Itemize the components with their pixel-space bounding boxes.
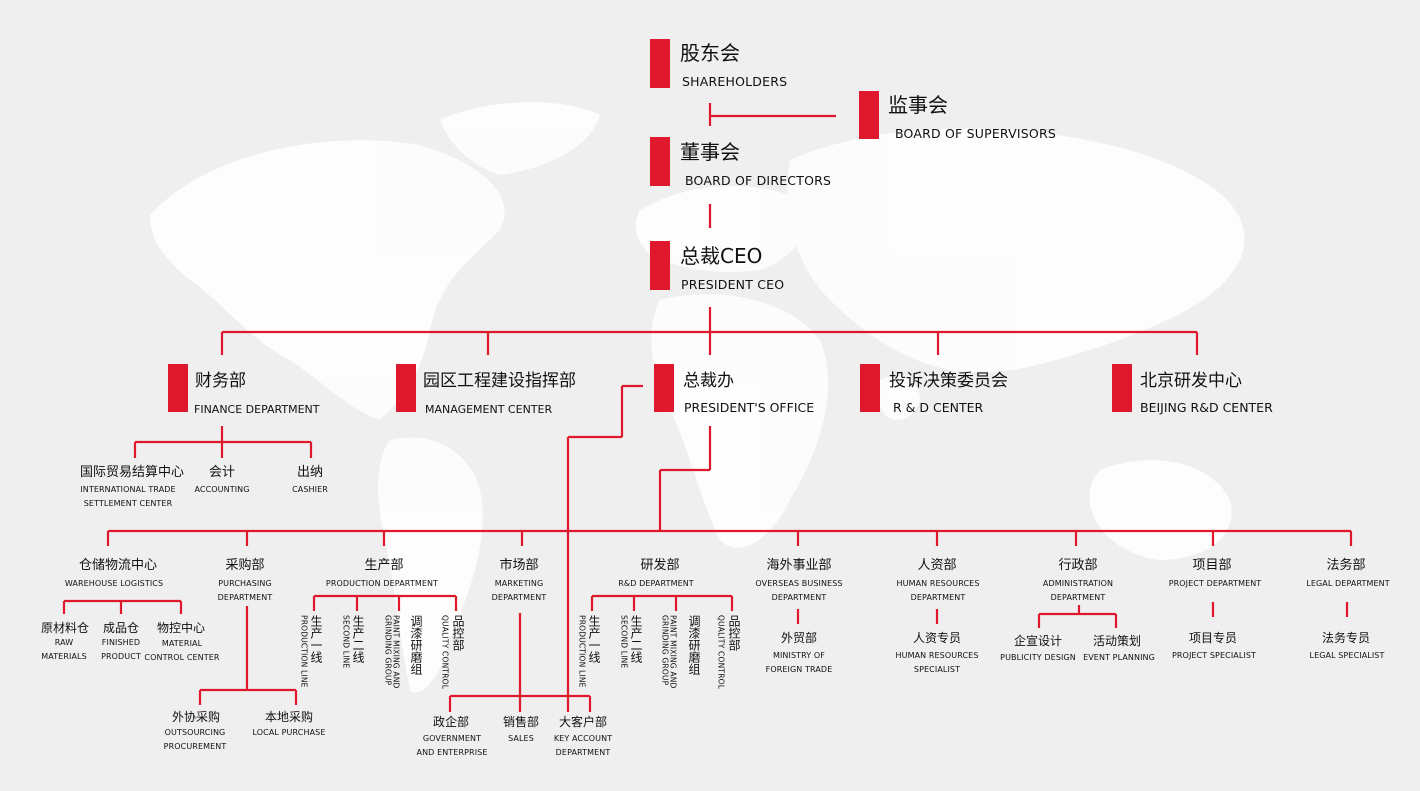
management-title: 园区工程建设指挥部	[423, 371, 576, 391]
accounting-title: 会计	[208, 465, 236, 480]
rnd-line2-title: 生产二线	[629, 615, 643, 663]
publicity-design-title: 企宣设计	[1013, 634, 1063, 648]
production-line2-subtitle: SECOND LINE	[341, 615, 351, 669]
production-title: 生产部	[364, 558, 404, 573]
rnd-qc-subtitle: QUALITY CONTROL	[716, 615, 726, 690]
overseas-title: 海外事业部	[766, 558, 832, 573]
production-line2-title: 生产二线	[351, 615, 365, 663]
project-specialist-title: 项目专员	[1188, 631, 1238, 645]
key-account-title: 大客户部	[558, 715, 608, 729]
finished-product-title: 成品仓	[102, 621, 140, 635]
shareholders-title: 股东会	[680, 41, 740, 65]
directors-subtitle: BOARD OF DIRECTORS	[685, 173, 832, 188]
production-qc-title: 品控部	[451, 615, 465, 651]
rnd-qc-title: 品控部	[727, 615, 741, 651]
rd-center-title: 投诉决策委员会	[889, 371, 1008, 391]
project-specialist-subtitle: PROJECT SPECIALIST	[1171, 651, 1257, 660]
rnd-title: 研发部	[640, 558, 680, 573]
directors-title: 董事会	[680, 140, 740, 164]
accounting-subtitle: ACCOUNTING	[194, 485, 250, 494]
foreign-trade-title: 外贸部	[780, 631, 818, 645]
rnd-paint-title: 调漆研磨组	[687, 615, 701, 675]
production-line1-subtitle: PRODUCTION LINE	[299, 615, 309, 688]
outsourcing-title: 外协采购	[171, 710, 221, 724]
office-marker	[654, 364, 674, 412]
management-subtitle: MANAGEMENT CENTER	[425, 403, 553, 416]
raw-materials-title: 原材料仓	[40, 621, 90, 635]
finance-subtitle: FINANCE DEPARTMENT	[194, 403, 320, 416]
rnd-line2-subtitle: SECOND LINE	[619, 615, 629, 669]
warehouse-subtitle: WAREHOUSE LOGISTICS	[64, 579, 164, 588]
admin-title: 行政部	[1058, 558, 1098, 573]
marketing-title: 市场部	[499, 558, 539, 573]
hr-title: 人资部	[917, 558, 957, 573]
shareholders-marker	[650, 39, 670, 88]
legal-title: 法务部	[1326, 558, 1366, 573]
finance-title: 财务部	[195, 371, 246, 391]
supervisors-marker	[859, 91, 879, 139]
material-control-title: 物控中心	[156, 621, 206, 635]
local-purchase-subtitle: LOCAL PURCHASE	[252, 728, 326, 737]
rd-center-marker	[860, 364, 880, 412]
ceo-title: 总裁CEO	[680, 244, 763, 268]
hr-specialist-title: 人资专员	[912, 631, 962, 645]
sales-subtitle: SALES	[508, 734, 534, 743]
local-purchase-title: 本地采购	[264, 710, 314, 724]
directors-marker	[650, 137, 670, 186]
supervisors-title: 监事会	[888, 93, 948, 117]
publicity-design-subtitle: PUBLICITY DESIGN	[1000, 653, 1076, 662]
ceo-marker	[650, 241, 670, 290]
rd-center-subtitle: R & D CENTER	[893, 400, 984, 415]
production-qc-subtitle: QUALITY CONTROL	[440, 615, 450, 690]
management-marker	[396, 364, 416, 412]
project-subtitle: PROJECT DEPARTMENT	[1168, 579, 1262, 588]
event-planning-title: 活动策划	[1092, 634, 1142, 648]
rnd-line1-subtitle: PRODUCTION LINE	[577, 615, 587, 688]
purchasing-title: 采购部	[225, 558, 265, 573]
supervisors-subtitle: BOARD OF SUPERVISORS	[895, 126, 1056, 141]
legal-specialist-subtitle: LEGAL SPECIALIST	[1309, 651, 1385, 660]
legal-specialist-title: 法务专员	[1321, 631, 1371, 645]
cashier-subtitle: CASHIER	[292, 485, 328, 494]
beijing-title: 北京研发中心	[1140, 371, 1242, 391]
production-subtitle: PRODUCTION DEPARTMENT	[325, 579, 439, 588]
event-planning-subtitle: EVENT PLANNING	[1083, 653, 1155, 662]
beijing-subtitle: BEIJING R&D CENTER	[1140, 400, 1273, 415]
rnd-line1-title: 生产一线	[587, 615, 601, 663]
rnd-subtitle: R&D DEPARTMENT	[618, 579, 694, 588]
finance-marker	[168, 364, 188, 412]
gov-enterprise-title: 政企部	[432, 715, 470, 729]
production-line1-title: 生产一线	[309, 615, 323, 663]
office-title: 总裁办	[683, 371, 734, 391]
intl-trade-title: 国际贸易结算中心	[79, 465, 185, 480]
ceo-subtitle: PRESIDENT CEO	[681, 277, 785, 292]
legal-subtitle: LEGAL DEPARTMENT	[1306, 579, 1390, 588]
office-subtitle: PRESIDENT'S OFFICE	[684, 400, 815, 415]
shareholders-subtitle: SHAREHOLDERS	[682, 74, 788, 89]
project-title: 项目部	[1192, 558, 1232, 573]
warehouse-title: 仓储物流中心	[78, 558, 158, 573]
cashier-title: 出纳	[296, 465, 324, 480]
beijing-marker	[1112, 364, 1132, 412]
production-paint-title: 调漆研磨组	[409, 615, 423, 675]
sales-title: 销售部	[502, 715, 540, 729]
